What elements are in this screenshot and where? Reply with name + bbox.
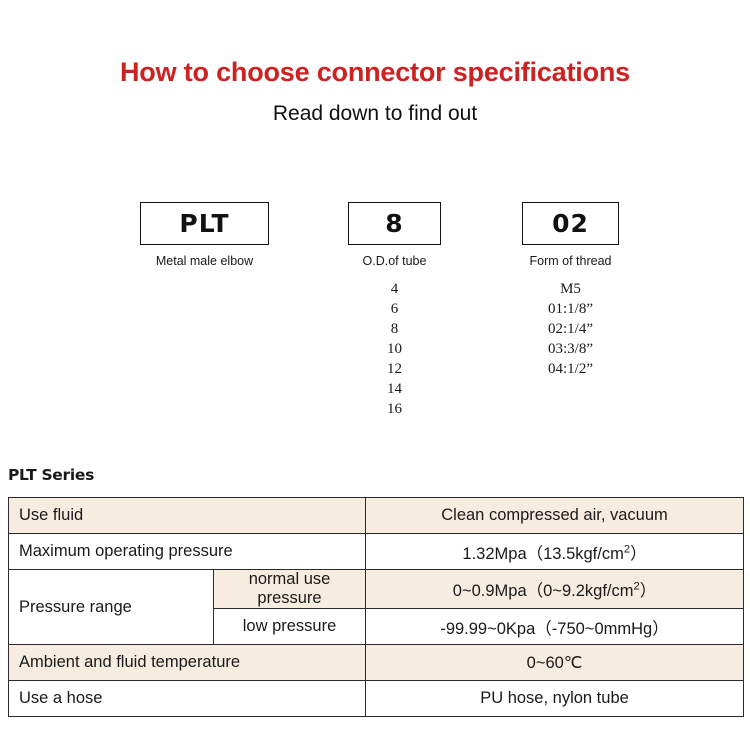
specification-table: Use fluid Clean compressed air, vacuum M… [7,497,745,717]
table-row: Use fluid Clean compressed air, vacuum [7,497,745,534]
code-option-item: 4 [390,281,399,297]
page-title: How to choose connector specifications [120,57,630,87]
series-label: PLT Series [8,466,95,484]
code-group-thread: 02 Form of thread M5 01:1/8” 02:1/4” 03:… [522,202,619,379]
cell-low-pressure-label: low pressure [212,608,367,645]
code-box-series: PLT [140,202,269,245]
page-subtitle: Read down to find out [272,102,478,125]
table-row: Ambient and fluid temperature 0~60℃ [7,644,745,681]
code-option-item: 8 [390,321,399,337]
code-box-od: 8 [348,202,441,245]
table-row: Maximum operating pressure 1.32Mpa（13.5k… [7,533,745,570]
code-box-thread: 02 [522,202,619,245]
cell-max-pressure-label: Maximum operating pressure [7,533,367,570]
table-row: Pressure range normal use pressure 0~0.9… [8,569,745,645]
cell-pressure-range-label: Pressure range [8,569,214,645]
max-pressure-main: 1.32Mpa（13.5kgf/cm [462,544,624,563]
cell-normal-use-value: 0~0.9Mpa（0~9.2kgf/cm2） [365,569,745,609]
cell-use-fluid-value: Clean compressed air, vacuum [365,497,745,534]
cell-max-pressure-value: 1.32Mpa（13.5kgf/cm2） [365,533,745,570]
code-breakdown-diagram: PLT Metal male elbow 8 O.D.of tube 4 6 8… [140,202,619,419]
normal-use-end: ） [639,582,657,600]
code-value-thread: 02 [552,209,589,238]
cell-use-fluid-label: Use fluid [7,497,367,534]
table-row: Use a hose PU hose, nylon tube [7,680,745,717]
code-option-item: M5 [560,281,581,297]
code-option-item: 14 [387,381,402,397]
cell-hose-value: PU hose, nylon tube [365,680,745,717]
code-group-series: PLT Metal male elbow [140,202,269,279]
code-caption-thread: Form of thread [529,254,612,268]
normal-use-main: 0~0.9Mpa（0~9.2kgf/cm [452,582,634,600]
code-option-item: 02:1/4” [548,321,593,337]
max-pressure-sup: 2 [623,543,631,555]
code-option-item: 03:3/8” [548,341,593,357]
max-pressure-end: ） [630,544,647,563]
normal-use-sup: 2 [633,580,640,593]
cell-hose-label: Use a hose [7,680,367,717]
cell-temperature-value: 0~60℃ [365,644,745,681]
code-option-item: 12 [387,361,402,377]
cell-temperature-label: Ambient and fluid temperature [7,644,367,681]
code-option-item: 16 [387,401,402,417]
code-option-item: 10 [387,341,402,357]
code-options-od: 4 6 8 10 12 14 16 [348,279,441,419]
code-value-series: PLT [179,209,230,238]
table-row: low pressure -99.99~0Kpa（-750~0mmHg） [9,608,745,645]
code-option-item: 04:1/2” [548,361,593,377]
code-group-od: 8 O.D.of tube 4 6 8 10 12 14 16 [348,202,441,419]
code-value-od: 8 [385,209,404,238]
cell-normal-use-label: normal use pressure [212,569,367,609]
code-options-thread: M5 01:1/8” 02:1/4” 03:3/8” 04:1/2” [522,279,619,379]
code-option-item: 6 [390,301,399,317]
cell-low-pressure-value: -99.99~0Kpa（-750~0mmHg） [365,608,745,645]
code-caption-series: Metal male elbow [155,254,254,268]
code-caption-od: O.D.of tube [362,254,427,268]
code-option-item: 01:1/8” [548,301,593,317]
